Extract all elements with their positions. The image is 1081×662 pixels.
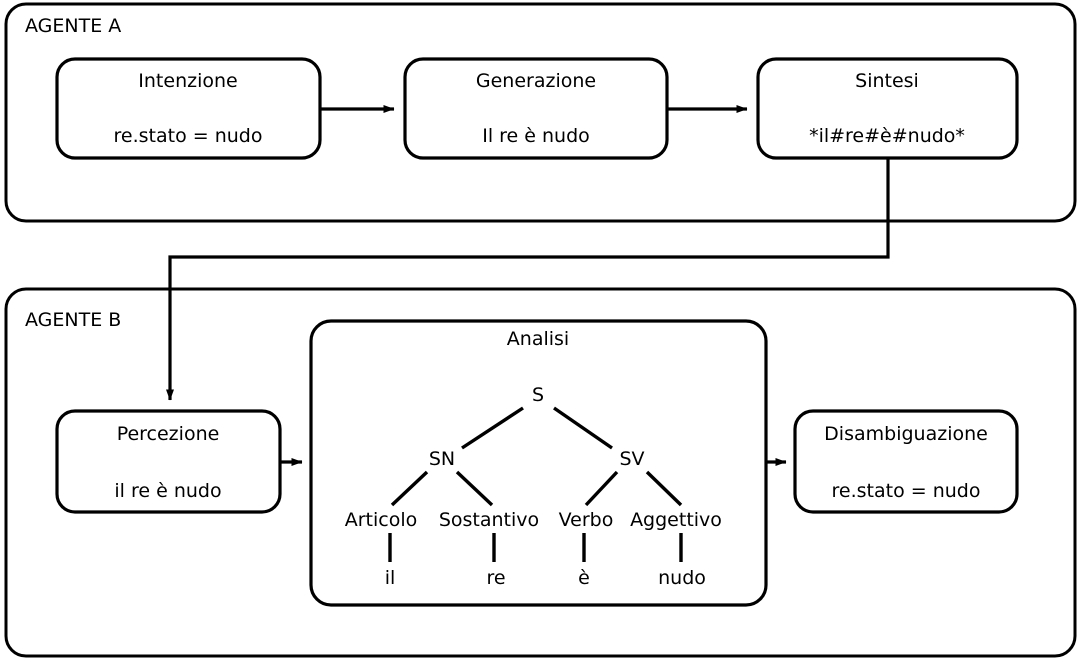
node-generazione[interactable] (403, 57, 669, 160)
node-disambiguazione-title: Disambiguazione (824, 423, 988, 445)
node-disambiguazione[interactable] (793, 409, 1019, 514)
tree-leaf-e: è (578, 567, 590, 589)
node-percezione-value: il re è nudo (114, 480, 221, 502)
tree-edge-sn-sostantivo (455, 470, 494, 507)
tree-edge-sv-aggettivo (645, 470, 683, 507)
tree-edge-sn-articolo (390, 470, 429, 507)
tree-leaf-re: re (486, 567, 505, 589)
tree-node-aggettivo: Aggettivo (630, 509, 722, 531)
agent-b-label: AGENTE B (25, 309, 121, 331)
agent-a-frame (4, 2, 1077, 223)
agent-a-label: AGENTE A (25, 15, 121, 37)
tree-edge-s-sv (553, 406, 613, 450)
connector-sintesi-percezione (166, 158, 890, 401)
node-generazione-title: Generazione (476, 70, 596, 92)
analysis-box[interactable] (309, 319, 768, 607)
agent-b-frame (4, 287, 1077, 658)
tree-leaf-il: il (385, 567, 396, 589)
node-generazione-value: Il re è nudo (482, 125, 590, 147)
analysis-title: Analisi (507, 328, 569, 350)
node-intenzione-title: Intenzione (138, 70, 237, 92)
tree-edge-sv-verbo (584, 470, 619, 507)
tree-node-articolo: Articolo (345, 509, 418, 531)
tree-node-s: S (532, 384, 544, 406)
node-intenzione-value: re.stato = nudo (114, 125, 263, 147)
node-percezione[interactable] (55, 409, 282, 514)
node-disambiguazione-value: re.stato = nudo (832, 480, 981, 502)
node-percezione-title: Percezione (117, 423, 220, 445)
tree-node-sn: SN (429, 448, 455, 470)
tree-node-verbo: Verbo (559, 509, 614, 531)
node-sintesi-value: *il#re#è#nudo* (809, 125, 965, 147)
tree-node-sostantivo: Sostantivo (439, 509, 539, 531)
tree-node-sv: SV (619, 448, 644, 470)
tree-edge-s-sn (461, 406, 524, 450)
tree-leaf-nudo: nudo (658, 567, 706, 589)
node-sintesi-title: Sintesi (855, 70, 919, 92)
node-intenzione[interactable] (55, 57, 322, 160)
